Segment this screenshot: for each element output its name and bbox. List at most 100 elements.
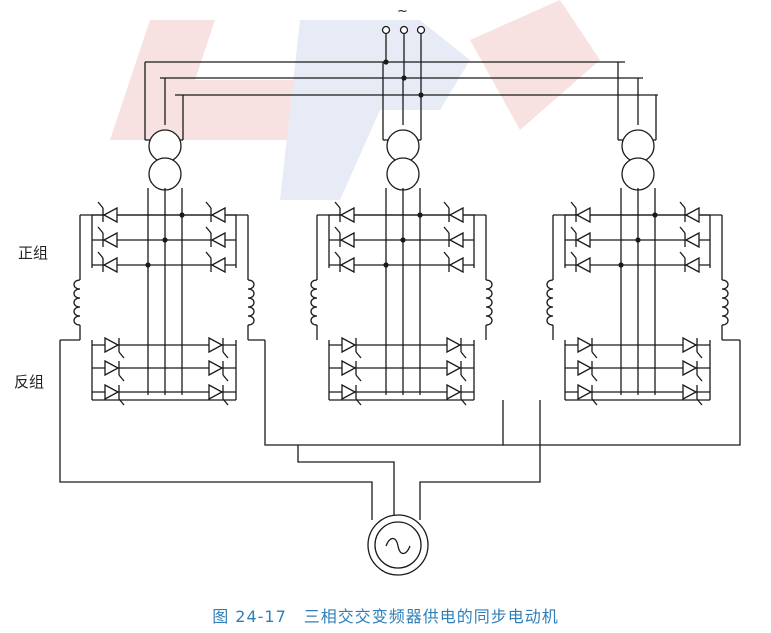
thyristor xyxy=(575,256,591,274)
transformer-secondary xyxy=(148,157,182,191)
thyristor-gate xyxy=(97,226,104,234)
thyristor xyxy=(102,206,118,224)
junction-dot xyxy=(400,237,406,243)
thyristor xyxy=(104,359,120,377)
thyristor xyxy=(446,359,462,377)
transformer-primary xyxy=(386,129,420,163)
thyristor-gate xyxy=(679,226,686,234)
thyristor xyxy=(575,231,591,249)
thyristor-gate xyxy=(97,201,104,209)
smoothing-reactor xyxy=(721,279,729,326)
thyristor-gate xyxy=(443,226,450,234)
smoothing-reactor xyxy=(73,279,81,326)
thyristor-gate xyxy=(205,226,212,234)
thyristor xyxy=(575,206,591,224)
thyristor-gate xyxy=(570,251,577,259)
thyristor-gate xyxy=(460,351,467,359)
thyristor-gate xyxy=(205,251,212,259)
transformer-primary xyxy=(148,129,182,163)
thyristor-gate xyxy=(591,351,598,359)
thyristor xyxy=(682,383,698,401)
transformer-secondary xyxy=(621,157,655,191)
thyristor xyxy=(448,206,464,224)
thyristor xyxy=(339,256,355,274)
junction-dot xyxy=(635,237,641,243)
junction-dot xyxy=(383,59,389,65)
thyristor xyxy=(102,231,118,249)
thyristor-gate xyxy=(334,226,341,234)
thyristor xyxy=(210,206,226,224)
thyristor xyxy=(577,383,593,401)
thyristor-gate xyxy=(118,351,125,359)
thyristor xyxy=(684,206,700,224)
thyristor xyxy=(446,383,462,401)
thyristor-gate xyxy=(679,201,686,209)
thyristor xyxy=(682,336,698,354)
thyristor xyxy=(341,336,357,354)
watermark xyxy=(110,0,600,200)
thyristor xyxy=(208,336,224,354)
thyristor xyxy=(684,231,700,249)
thyristor xyxy=(448,256,464,274)
thyristor xyxy=(339,231,355,249)
junction-dot xyxy=(652,212,658,218)
thyristor xyxy=(577,359,593,377)
ac-terminal xyxy=(416,25,426,35)
thyristor xyxy=(341,383,357,401)
ac-terminal xyxy=(399,25,409,35)
thyristor xyxy=(208,383,224,401)
smoothing-reactor xyxy=(546,279,554,326)
motor-lead xyxy=(419,400,541,520)
thyristor-gate xyxy=(355,374,362,382)
thyristor-gate xyxy=(696,374,703,382)
thyristor-gate xyxy=(443,251,450,259)
schematic xyxy=(59,25,741,576)
thyristor-gate xyxy=(679,251,686,259)
thyristor-gate xyxy=(222,374,229,382)
thyristor-gate xyxy=(591,374,598,382)
thyristor xyxy=(102,256,118,274)
thyristor xyxy=(341,359,357,377)
junction-dot xyxy=(618,262,624,268)
figure-caption: 图 24-17 三相交交变频器供电的同步电动机 xyxy=(212,607,559,626)
junction-dot xyxy=(145,262,151,268)
motor-sine-symbol xyxy=(385,537,411,555)
transformer-secondary xyxy=(386,157,420,191)
smoothing-reactor xyxy=(310,279,318,326)
thyristor-gate xyxy=(443,201,450,209)
reverse-group-label: 反组 xyxy=(14,373,45,391)
junction-dot xyxy=(179,212,185,218)
thyristor-gate xyxy=(570,226,577,234)
thyristor xyxy=(682,359,698,377)
thyristor xyxy=(684,256,700,274)
thyristor xyxy=(446,336,462,354)
junction-dot xyxy=(417,212,423,218)
transformer-primary xyxy=(621,129,655,163)
motor-lead xyxy=(503,340,741,446)
thyristor-gate xyxy=(460,374,467,382)
thyristor xyxy=(104,336,120,354)
junction-dot xyxy=(162,237,168,243)
motor-lead xyxy=(297,445,395,520)
ac-terminal xyxy=(381,25,391,35)
smoothing-reactor xyxy=(247,279,255,326)
forward-group-label: 正组 xyxy=(18,244,49,262)
thyristor xyxy=(339,206,355,224)
thyristor xyxy=(104,383,120,401)
junction-dot xyxy=(401,75,407,81)
ac-source-symbol: ~ xyxy=(397,4,408,19)
thyristor-gate xyxy=(334,251,341,259)
motor-lead xyxy=(264,340,504,446)
thyristor-gate xyxy=(205,201,212,209)
thyristor xyxy=(210,231,226,249)
thyristor-gate xyxy=(570,201,577,209)
thyristor-gate xyxy=(355,351,362,359)
thyristor xyxy=(208,359,224,377)
thyristor-gate xyxy=(97,251,104,259)
motor-lead xyxy=(59,340,373,520)
smoothing-reactor xyxy=(485,279,493,326)
thyristor xyxy=(448,231,464,249)
thyristor-gate xyxy=(222,351,229,359)
thyristor xyxy=(210,256,226,274)
